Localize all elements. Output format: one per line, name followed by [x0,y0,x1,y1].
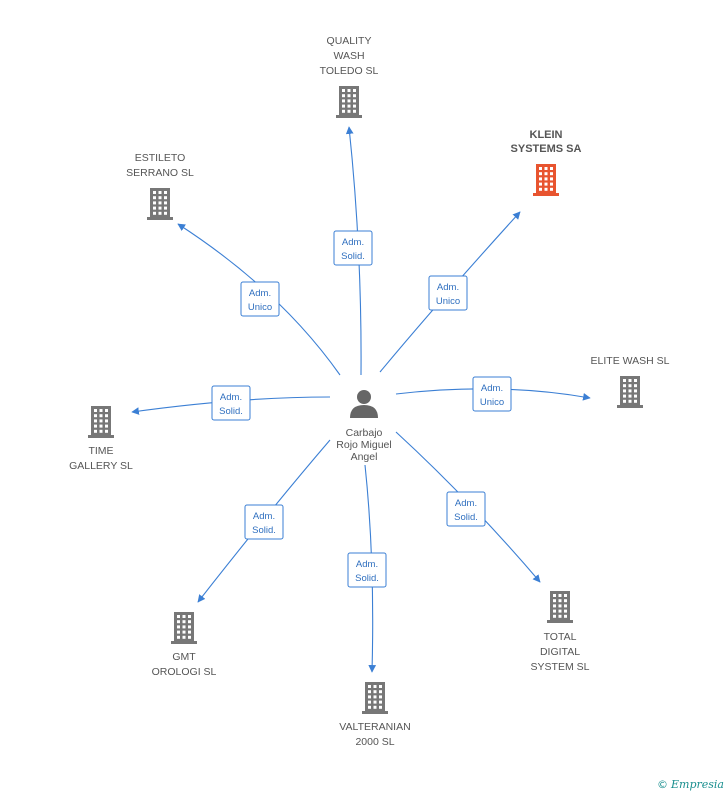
person-icon [350,390,378,418]
role-label-line: Adm. [455,498,477,509]
company-node-valteranian-2000[interactable]: VALTERANIAN 2000 SL [339,682,411,748]
company-label-line: TIME [88,445,113,457]
company-label-line: QUALITY [327,35,372,47]
company-node-estileto-serrano[interactable]: ESTILETO SERRANO SL [126,152,194,220]
role-badge-elite-wash[interactable]: Adm. Unico [472,376,512,412]
brand-name: Empresia [671,778,724,791]
role-label-line: Unico [436,296,460,307]
building-icon [533,164,559,196]
role-label-line: Solid. [341,251,365,262]
nodes-layer: QUALITY WASH TOLEDO SL KLEIN SYSTEMS SA ESTIL… [69,35,670,748]
role-label-line: Solid. [219,406,243,417]
company-label-line: ESTILETO [135,152,186,164]
company-label-line: SYSTEMS SA [511,143,582,155]
role-label-line: Solid. [355,573,379,584]
company-label-line: SYSTEM SL [531,661,590,673]
company-node-quality-wash-toledo[interactable]: QUALITY WASH TOLEDO SL [320,35,379,118]
person-label-line: Carbajo [346,427,383,439]
company-node-gmt-orologi[interactable]: GMT OROLOGI SL [152,612,217,678]
company-label-line: GMT [172,651,196,663]
role-badge-quality-wash-toledo[interactable]: Adm. Solid. [333,230,373,266]
role-label-line: Adm. [481,383,503,394]
badges-layer: Adm.Solid.Adm.UnicoAdm.UnicoAdm.UnicoAdm… [211,230,512,588]
role-label-line: Unico [480,397,504,408]
company-label-line: 2000 SL [355,736,394,748]
footer-brand[interactable]: ©Empresia [657,778,724,791]
company-node-time-gallery[interactable]: TIME GALLERY SL [69,406,133,472]
person-label-line: Rojo Miguel [336,439,391,451]
building-icon [547,591,573,623]
role-badge-gmt-orologi[interactable]: Adm. Solid. [244,504,284,540]
company-label-line: GALLERY SL [69,460,133,472]
role-badge-klein-systems[interactable]: Adm. Unico [428,275,468,311]
company-label-line: KLEIN [530,129,563,141]
building-icon [362,682,388,714]
role-label-line: Adm. [356,559,378,570]
company-label-line: DIGITAL [540,646,580,658]
role-label-line: Unico [248,302,272,313]
role-label-line: Adm. [220,392,242,403]
role-label-line: Solid. [252,525,276,536]
company-label-line: VALTERANIAN [339,721,410,733]
company-label-line: ELITE WASH SL [591,355,670,367]
person-label-line: Angel [351,451,378,463]
role-label-line: Adm. [249,288,271,299]
role-label-line: Adm. [253,511,275,522]
company-label-line: TOLEDO SL [320,65,379,77]
building-icon [147,188,173,220]
company-label-line: SERRANO SL [126,167,194,179]
role-badge-time-gallery[interactable]: Adm. Solid. [211,385,251,421]
role-badge-total-digital-system[interactable]: Adm. Solid. [446,491,486,527]
building-icon [171,612,197,644]
company-node-elite-wash[interactable]: ELITE WASH SL [591,355,670,408]
company-label-line: OROLOGI SL [152,666,217,678]
role-badge-estileto-serrano[interactable]: Adm. Unico [240,281,280,317]
role-label-line: Adm. [437,282,459,293]
building-icon [88,406,114,438]
company-node-klein-systems[interactable]: KLEIN SYSTEMS SA [511,129,582,196]
role-badge-valteranian-2000[interactable]: Adm. Solid. [347,552,387,588]
company-node-total-digital-system[interactable]: TOTAL DIGITAL SYSTEM SL [531,591,590,673]
role-label-line: Adm. [342,237,364,248]
company-label-line: TOTAL [544,631,577,643]
building-icon [336,86,362,118]
company-label-line: WASH [333,50,364,62]
copyright-icon: © [657,778,668,791]
role-label-line: Solid. [454,512,478,523]
building-icon [617,376,643,408]
